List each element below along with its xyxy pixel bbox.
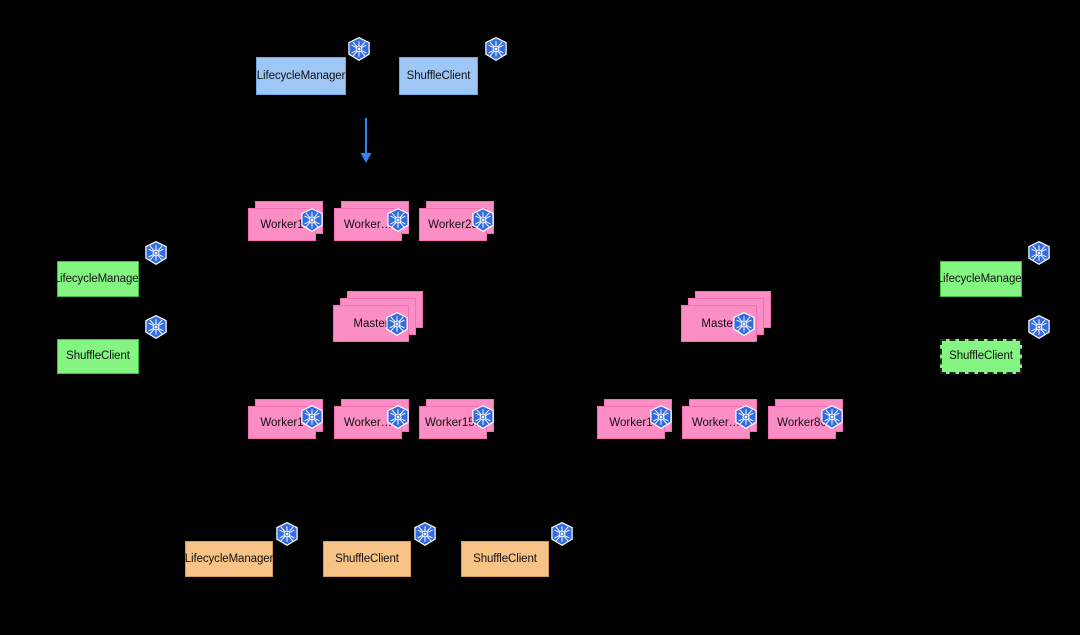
node-top-lifecycle-manager[interactable]: LifecycleManager bbox=[256, 57, 346, 95]
worker-label: Worker80 bbox=[777, 416, 827, 429]
node-label: ShuffleClient bbox=[406, 69, 471, 82]
master-label: Master bbox=[353, 317, 389, 330]
node-right-lifecycle-manager[interactable]: LifecycleManager bbox=[937, 261, 1025, 297]
kubernetes-icon bbox=[731, 311, 757, 337]
node-label: ShuffleClient bbox=[335, 552, 399, 565]
node-label: LifecycleManager bbox=[184, 552, 274, 565]
kubernetes-icon bbox=[412, 521, 438, 547]
worker-label: Worker1 bbox=[260, 218, 304, 231]
worker-label: Worker1 bbox=[260, 416, 304, 429]
kubernetes-icon bbox=[1026, 314, 1052, 340]
kubernetes-icon bbox=[819, 404, 845, 430]
kubernetes-icon bbox=[470, 404, 496, 430]
kubernetes-icon bbox=[274, 521, 300, 547]
node-label: LifecycleManager bbox=[53, 272, 143, 285]
kubernetes-icon bbox=[143, 240, 169, 266]
master-stack[interactable]: Master bbox=[681, 291, 771, 342]
node-label: LifecycleManager bbox=[256, 69, 346, 82]
node-left-lifecycle-manager[interactable]: LifecycleManager bbox=[54, 261, 142, 297]
node-label: ShuffleClient bbox=[949, 350, 1013, 363]
worker-label: Worker… bbox=[343, 416, 393, 429]
kubernetes-icon bbox=[384, 311, 410, 337]
node-bottom-shuffle-client-2[interactable]: ShuffleClient bbox=[461, 541, 549, 577]
node-label: LifecycleManager bbox=[936, 272, 1026, 285]
kubernetes-icon bbox=[648, 404, 674, 430]
master-label: Master bbox=[701, 317, 737, 330]
kubernetes-icon bbox=[143, 314, 169, 340]
kubernetes-icon bbox=[1026, 240, 1052, 266]
worker-label: Worker1 bbox=[609, 416, 653, 429]
node-top-shuffle-client[interactable]: ShuffleClient bbox=[399, 57, 478, 95]
worker-label: Worker23 bbox=[428, 218, 478, 231]
kubernetes-icon bbox=[385, 207, 411, 233]
downward-arrow bbox=[358, 118, 374, 163]
node-left-shuffle-client[interactable]: ShuffleClient bbox=[57, 339, 139, 374]
worker-label: Worker… bbox=[691, 416, 741, 429]
worker-label: Worker150 bbox=[424, 416, 482, 429]
kubernetes-icon bbox=[299, 207, 325, 233]
node-label: ShuffleClient bbox=[66, 350, 130, 363]
node-label: ShuffleClient bbox=[473, 552, 537, 565]
node-bottom-shuffle-client-1[interactable]: ShuffleClient bbox=[323, 541, 411, 577]
kubernetes-icon bbox=[470, 207, 496, 233]
kubernetes-icon bbox=[733, 404, 759, 430]
worker-label: Worker… bbox=[343, 218, 393, 231]
worker-stack[interactable]: Worker… bbox=[334, 201, 409, 241]
node-right-shuffle-client[interactable]: ShuffleClient bbox=[940, 339, 1022, 374]
kubernetes-icon bbox=[483, 36, 509, 62]
kubernetes-icon bbox=[299, 404, 325, 430]
kubernetes-icon bbox=[346, 36, 372, 62]
kubernetes-icon bbox=[385, 404, 411, 430]
node-bottom-lifecycle-manager[interactable]: LifecycleManager bbox=[185, 541, 273, 577]
kubernetes-icon bbox=[549, 521, 575, 547]
